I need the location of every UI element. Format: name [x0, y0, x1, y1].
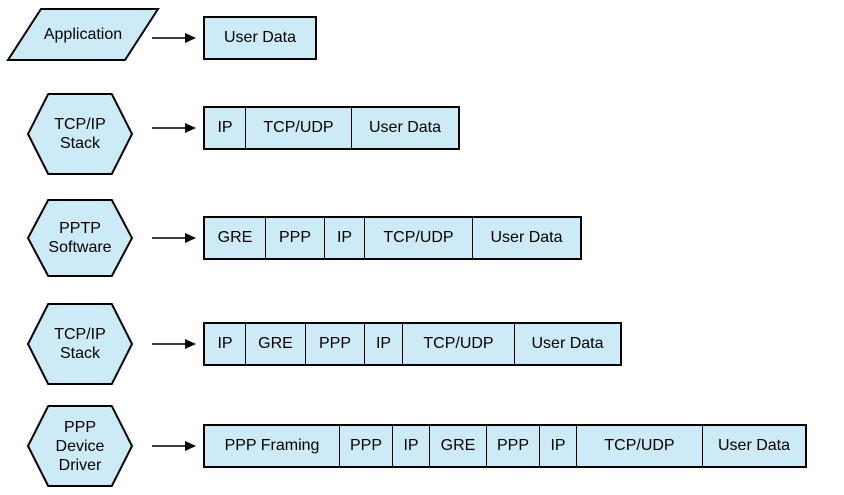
packet-cell: GRE: [245, 324, 305, 364]
hexagon-shape: [26, 199, 134, 277]
packet-cell: PPP: [339, 426, 392, 466]
packet-cell: User Data: [205, 18, 315, 58]
packet-cell: User Data: [351, 108, 458, 148]
packet-cell: IP: [324, 218, 364, 258]
stage-label: Application: [43, 26, 123, 43]
stage-label: PPP Device Driver: [55, 418, 105, 474]
packet-cell: User Data: [472, 218, 580, 258]
stage-2: TCP/IP Stack: [26, 93, 134, 175]
packet-cell: IP: [205, 108, 245, 148]
packet-cell: PPP Framing: [205, 426, 339, 466]
packet-cell: IP: [205, 324, 245, 364]
hexagon-shape: [26, 93, 134, 175]
packet-cell: IP: [392, 426, 429, 466]
packet-cell: IP: [364, 324, 402, 364]
packet-cell: IP: [539, 426, 576, 466]
hexagon-shape: [26, 303, 134, 385]
packet-cell: TCP/UDP: [402, 324, 514, 364]
packet-cell: PPP: [265, 218, 324, 258]
stage-label: TCP/IP Stack: [54, 116, 106, 152]
hexagon-shape: [26, 405, 134, 487]
arrow-right-icon: [152, 337, 196, 356]
packet-cell: PPP: [486, 426, 539, 466]
stage-4: TCP/IP Stack: [26, 303, 134, 385]
packet-cell: TCP/UDP: [245, 108, 351, 148]
packet-bar: User Data: [203, 16, 317, 60]
packet-cell: GRE: [429, 426, 486, 466]
packet-cell: User Data: [702, 426, 805, 466]
arrow-right-icon: [152, 121, 196, 140]
arrow-right-icon: [152, 31, 196, 50]
parallelogram-shape: [6, 8, 160, 61]
stage-label: PPTP Software: [48, 220, 112, 256]
arrow-right-icon: [152, 231, 196, 250]
stage-5: PPP Device Driver: [26, 405, 134, 487]
packet-cell: TCP/UDP: [576, 426, 702, 466]
stage-label: TCP/IP Stack: [54, 326, 106, 362]
packet-cell: User Data: [514, 324, 620, 364]
arrow-right-icon: [152, 439, 196, 458]
stage-1: Application: [6, 8, 160, 61]
packet-cell: GRE: [205, 218, 265, 258]
packet-cell: PPP: [305, 324, 364, 364]
packet-cell: TCP/UDP: [364, 218, 472, 258]
stage-3: PPTP Software: [26, 199, 134, 277]
